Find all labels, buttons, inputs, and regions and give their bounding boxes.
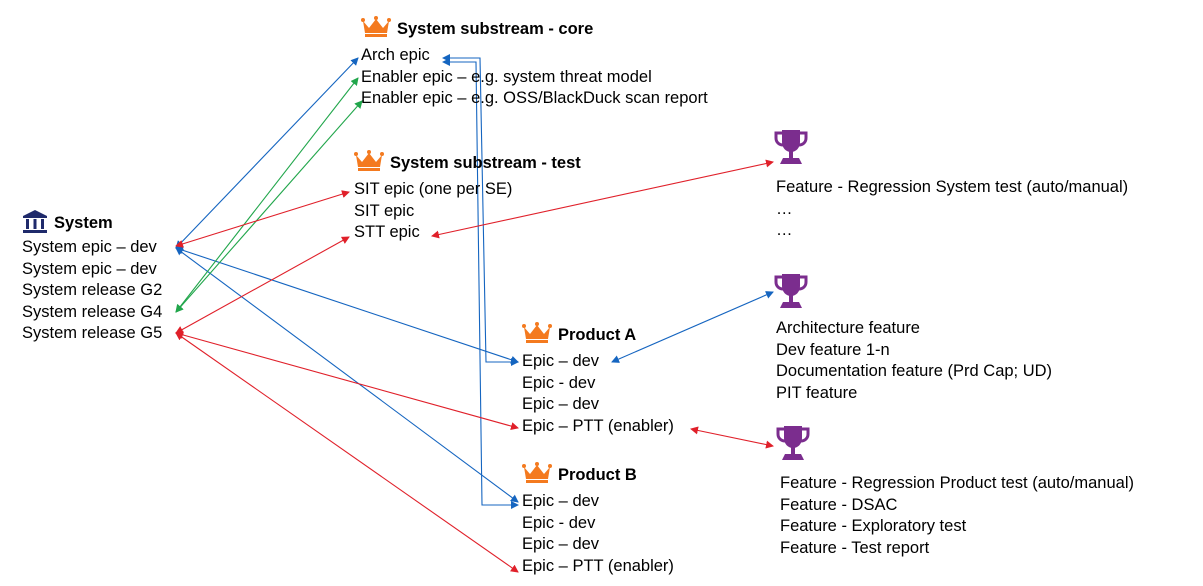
feature-item: Feature - DSAC xyxy=(780,495,898,514)
product-a-title: Product A xyxy=(558,325,637,344)
feature-item: … xyxy=(776,199,793,218)
arrow-g4-to-enabler-oss xyxy=(175,100,363,313)
arrow-g5-to-product-b-ptt xyxy=(175,332,519,573)
product-b-title: Product B xyxy=(558,465,637,484)
bank-icon xyxy=(22,209,48,238)
core-title: System substream - core xyxy=(397,19,594,38)
core-item: Enabler epic – e.g. system threat model xyxy=(361,67,652,86)
product-b-item: Epic – PTT (enabler) xyxy=(522,556,674,575)
product-a-item: Epic - dev xyxy=(522,373,596,392)
feature-item: Documentation feature (Prd Cap; UD) xyxy=(776,362,1053,380)
crown-icon xyxy=(522,461,552,489)
arrow-g5-to-product-a-ptt xyxy=(175,331,519,430)
product-b-item: Epic - dev xyxy=(522,513,596,532)
feature-item: Architecture feature xyxy=(776,319,920,337)
test-item: SIT epic xyxy=(354,201,415,220)
product-a-group: Product A Epic – dev Epic - dev Epic – d… xyxy=(522,321,674,437)
arrow-g4-to-enabler-threat xyxy=(175,77,359,313)
feature-item: Feature - Exploratory test xyxy=(780,517,967,535)
core-group: System substream - core Arch epic Enable… xyxy=(361,15,708,110)
arrow-system-dev-to-sit xyxy=(175,190,350,248)
arrow-g5-to-stt xyxy=(175,236,350,334)
product-a-item: Epic – dev xyxy=(522,395,600,413)
product-b-item: Epic – dev xyxy=(522,535,600,553)
test-title: System substream - test xyxy=(390,153,581,172)
feature-item: Feature - Test report xyxy=(780,538,930,557)
core-item: Arch epic xyxy=(361,46,430,64)
core-item: Enabler epic – e.g. OSS/BlackDuck scan r… xyxy=(361,89,708,107)
arrow-system-dev-to-product-b-dev xyxy=(175,247,519,503)
feature-group-product: Architecture feature Dev feature 1-n Doc… xyxy=(774,272,1053,404)
system-item: System epic – dev xyxy=(22,238,157,256)
test-item: SIT epic (one per SE) xyxy=(354,180,513,198)
feature-group-system-test: Feature - Regression System test (auto/m… xyxy=(774,128,1129,242)
system-item: System epic – dev xyxy=(22,259,157,278)
product-b-item: Epic – dev xyxy=(522,492,600,510)
product-b-group: Product B Epic – dev Epic - dev Epic – d… xyxy=(522,461,674,577)
feature-item: Feature - Regression Product test (auto/… xyxy=(780,474,1135,492)
system-item: System release G2 xyxy=(22,281,163,299)
test-group: System substream - test SIT epic (one pe… xyxy=(354,149,581,244)
system-item: System release G4 xyxy=(22,302,163,321)
crown-icon xyxy=(361,15,391,43)
trophy-icon xyxy=(774,128,808,171)
arrow-system-dev-to-product-a-dev xyxy=(175,246,519,364)
arrow-system-dev-to-arch-epic xyxy=(175,57,359,249)
trophy-icon xyxy=(776,424,810,467)
crown-icon xyxy=(522,321,552,349)
trophy-icon xyxy=(774,272,808,315)
feature-group-product-test: Feature - Regression Product test (auto/… xyxy=(776,424,1135,559)
feature-item: … xyxy=(776,221,793,239)
product-a-item: Epic – dev xyxy=(522,352,600,370)
feature-item: PIT feature xyxy=(776,383,858,402)
product-a-item: Epic – PTT (enabler) xyxy=(522,416,674,435)
system-title: System xyxy=(54,213,113,232)
system-group: System System epic – dev System epic – d… xyxy=(22,209,163,345)
system-item: System release G5 xyxy=(22,324,163,342)
arrow-product-a-ptt-to-regression-product xyxy=(690,426,774,449)
feature-item: Dev feature 1-n xyxy=(776,340,890,359)
test-item: STT epic xyxy=(354,223,420,241)
feature-item: Feature - Regression System test (auto/m… xyxy=(776,178,1129,196)
crown-icon xyxy=(354,149,384,177)
arrow-arch-epic-to-product-b xyxy=(442,58,519,509)
